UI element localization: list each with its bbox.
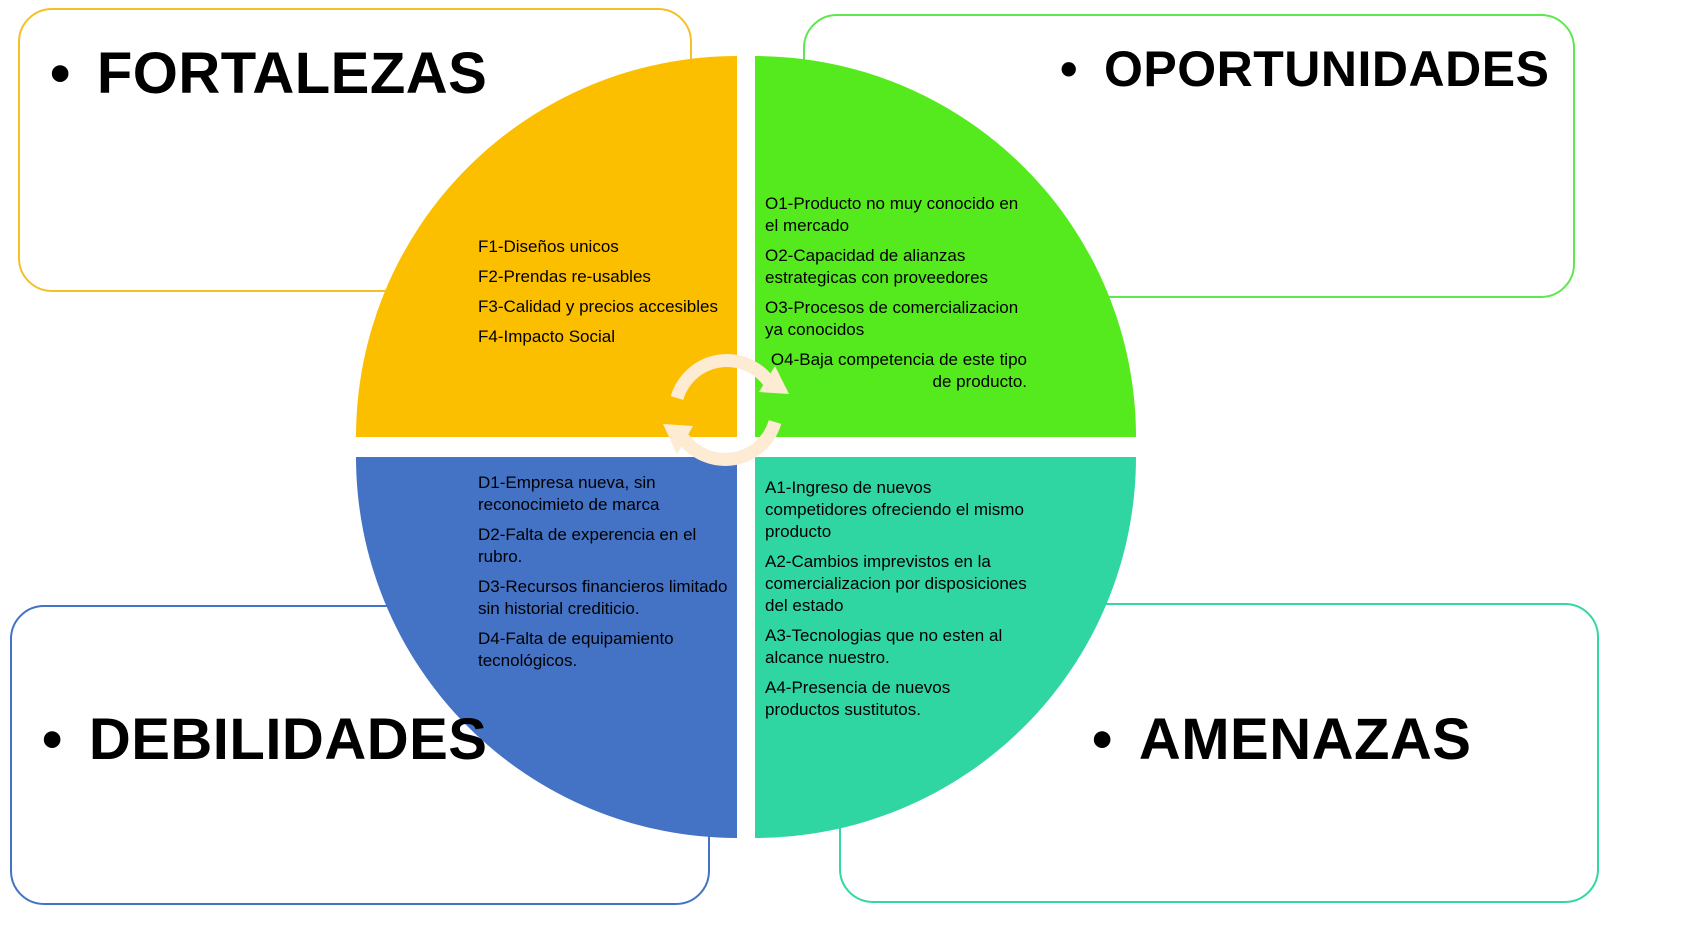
list-item: F2-Prendas re-usables — [478, 267, 651, 286]
fortalezas-list: F1-Diseños unicos F2-Prendas re-usables … — [478, 236, 736, 356]
bullet-icon: • — [1092, 707, 1113, 772]
amenazas-heading: • AMENAZAS — [1092, 706, 1471, 773]
list-item: A2-Cambios imprevistos en la comercializ… — [765, 552, 1027, 615]
fortalezas-title: FORTALEZAS — [96, 41, 488, 106]
oportunidades-quadrant — [755, 56, 1136, 437]
cycle-arrowhead-top — [759, 366, 789, 394]
amenazas-title: AMENAZAS — [1138, 707, 1472, 772]
oportunidades-heading: • OPORTUNIDADES — [1060, 40, 1549, 98]
debilidades-quadrant — [356, 457, 737, 838]
bullet-icon: • — [50, 41, 71, 106]
list-item: O2-Capacidad de alianzas estrategicas co… — [765, 246, 989, 287]
list-item: D4-Falta de equipamiento tecnológicos. — [478, 629, 674, 670]
bullet-icon: • — [1060, 41, 1079, 97]
amenazas-quadrant — [755, 457, 1136, 838]
list-item: A4-Presencia de nuevos productos sustitu… — [765, 678, 951, 719]
oportunidades-list: O1-Producto no muy conocido en el mercad… — [765, 193, 1027, 401]
list-item: A3-Tecnologias que no esten al alcance n… — [765, 626, 1003, 667]
debilidades-list: D1-Empresa nueva, sin reconocimieto de m… — [478, 472, 728, 680]
list-item: O1-Producto no muy conocido en el mercad… — [765, 194, 1019, 235]
oportunidades-title: OPORTUNIDADES — [1104, 41, 1550, 97]
debilidades-title: DEBILIDADES — [88, 707, 488, 772]
list-item: F1-Diseños unicos — [478, 237, 619, 256]
debilidades-heading: • DEBILIDADES — [42, 706, 487, 773]
list-item: O4-Baja competencia de este tipo de prod… — [770, 350, 1027, 391]
list-item: F4-Impacto Social — [478, 327, 615, 346]
list-item: D3-Recursos financieros limitado sin his… — [478, 577, 728, 618]
fortalezas-heading: • FORTALEZAS — [50, 40, 487, 107]
list-item: D1-Empresa nueva, sin reconocimieto de m… — [478, 473, 660, 514]
list-item: A1-Ingreso de nuevos competidores ofreci… — [765, 478, 1024, 541]
cycle-arrow-bottom — [677, 419, 782, 466]
amenazas-list: A1-Ingreso de nuevos competidores ofreci… — [765, 477, 1027, 729]
list-item: F3-Calidad y precios accesibles — [478, 297, 718, 316]
cycle-arrowhead-bottom — [663, 424, 693, 454]
list-item: O3-Procesos de comercializacion ya conoc… — [765, 298, 1019, 339]
list-item: D2-Falta de experencia en el rubro. — [478, 525, 697, 566]
bullet-icon: • — [42, 707, 63, 772]
fortalezas-quadrant — [356, 56, 737, 437]
cycle-arrow-top — [670, 354, 775, 401]
cycle-arrows-icon — [663, 354, 789, 466]
